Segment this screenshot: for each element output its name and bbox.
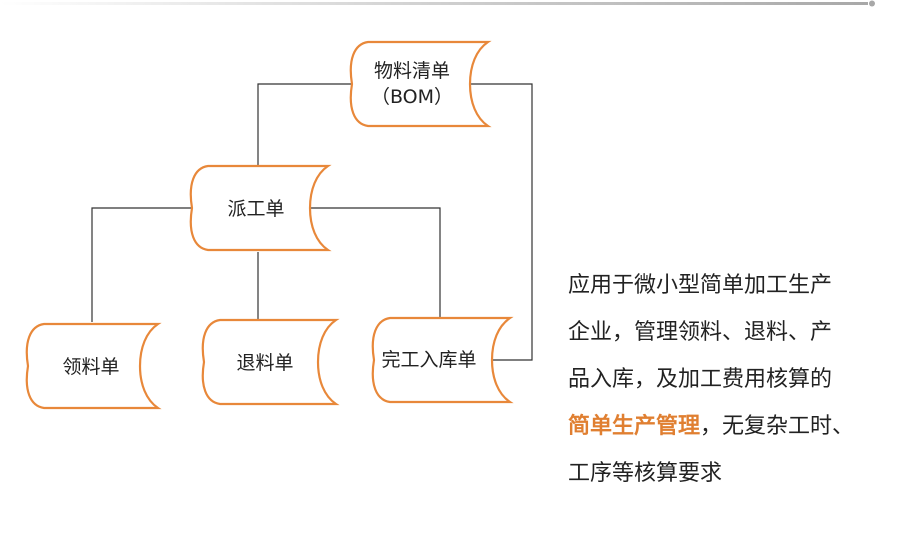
shape-dispatch xyxy=(189,164,332,252)
top-rule-end xyxy=(869,0,875,7)
node-bom-label: 物料清单 （BOM） xyxy=(352,58,472,110)
description-line-4-rest: ，无复杂工时、 xyxy=(700,414,855,439)
shape-bom xyxy=(349,40,492,128)
shape-pick xyxy=(25,322,162,410)
description-line-2: 企业，管理领料、退料、产 xyxy=(568,320,833,345)
connector-bom-dispatch xyxy=(257,83,352,166)
description-highlight: 简单生产管理 xyxy=(568,414,701,439)
node-pick-label: 领料单 xyxy=(62,356,120,378)
node-dispatch-label: 派工单 xyxy=(227,198,285,220)
description-line-3: 品入库，及加工费用核算的 xyxy=(568,367,833,392)
node-finish-label: 完工入库单 xyxy=(381,349,477,371)
top-rule xyxy=(0,2,868,5)
connector-dispatch-pick xyxy=(91,207,192,322)
connector-bom-finish xyxy=(468,83,533,361)
node-bom-line1: 物料清单 xyxy=(373,60,450,82)
node-return-label: 退料单 xyxy=(236,352,294,374)
description-text: 应用于微小型简单加工生产 企业，管理领料、退料、产 品入库，及加工费用核算的 简… xyxy=(568,262,898,497)
description-line-4: 简单生产管理，无复杂工时、 xyxy=(568,403,898,450)
shape-return xyxy=(201,318,340,406)
description-line-5: 工序等核算要求 xyxy=(568,461,723,486)
node-bom-line2: （BOM） xyxy=(370,86,454,108)
connector-dispatch-finish xyxy=(300,207,441,318)
description-line-1: 应用于微小型简单加工生产 xyxy=(568,273,833,298)
shape-finish xyxy=(371,316,514,404)
